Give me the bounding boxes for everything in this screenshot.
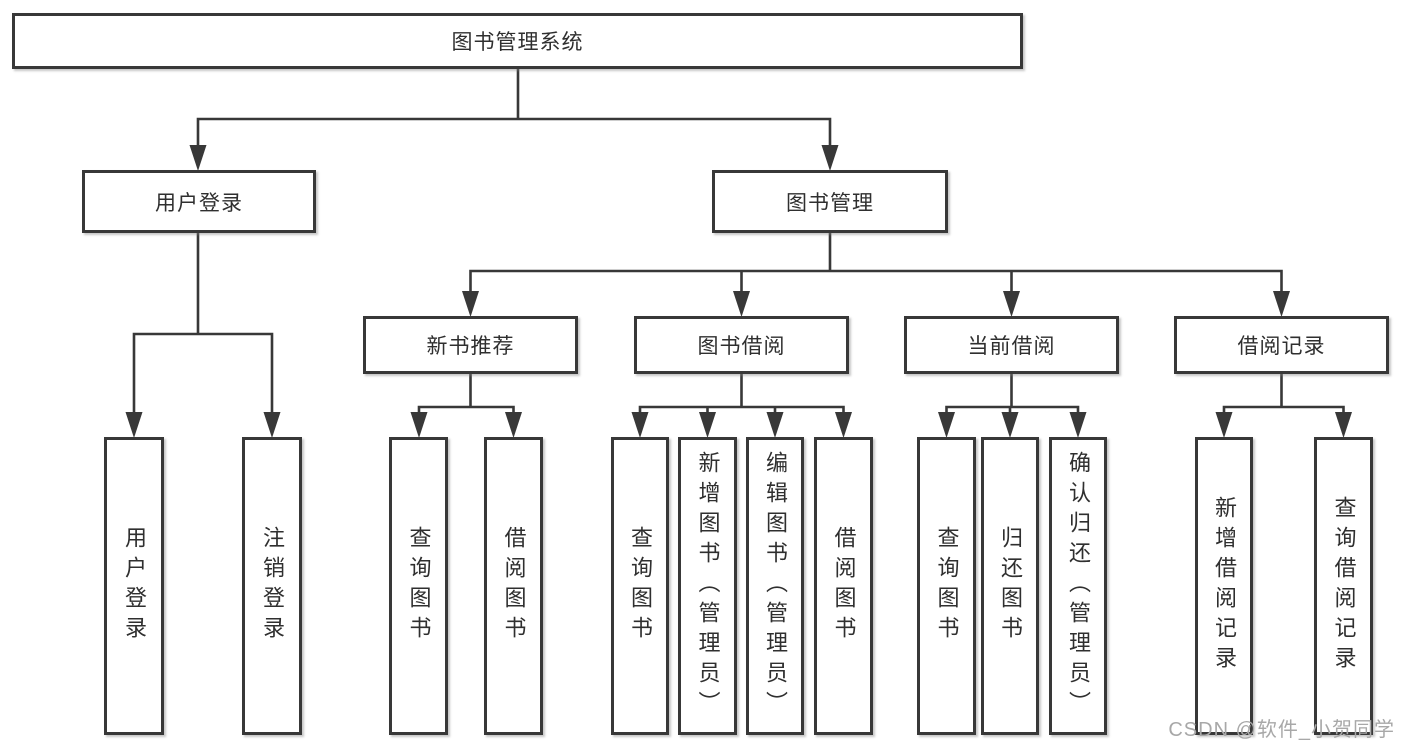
watermark: CSDN @软件_小贺同学 — [1168, 719, 1395, 741]
node-borrow-records: 借阅记录 — [1174, 316, 1389, 374]
node-label: 图书借阅 — [697, 335, 786, 358]
leaf-user-login: 用户登录 — [104, 437, 164, 735]
node-label: 图书管理系统 — [451, 31, 584, 54]
connector-user-branch — [132, 231, 274, 417]
leaf-label: 注销登录 — [260, 526, 285, 646]
node-label: 借阅记录 — [1237, 335, 1326, 358]
connector-root — [196, 67, 832, 152]
node-book-borrow: 图书借阅 — [634, 316, 849, 374]
connector-arrowheads — [125, 145, 1352, 438]
node-current-borrow: 当前借阅 — [904, 316, 1119, 374]
leaf-label: 确认归还（管理员） — [1066, 451, 1091, 721]
leaf-label: 借阅图书 — [831, 526, 857, 646]
leaf-borrow-books-recommend: 借阅图书 — [484, 437, 543, 735]
connector-current-borrow — [945, 372, 1080, 419]
leaf-label: 查询图书 — [934, 526, 960, 646]
connector-borrow-records — [1222, 372, 1345, 419]
leaf-label: 用户登录 — [122, 526, 147, 646]
leaf-label: 查询借阅记录 — [1331, 496, 1357, 676]
leaf-label: 借阅图书 — [501, 526, 527, 646]
leaf-query-books-recommend: 查询图书 — [389, 437, 448, 735]
leaf-query-borrow-record: 查询借阅记录 — [1314, 437, 1373, 735]
leaf-label: 归还图书 — [998, 526, 1023, 646]
node-user-login-branch: 用户登录 — [82, 170, 316, 233]
leaf-label: 编辑图书（管理员） — [763, 451, 788, 721]
connector-book-branch — [469, 231, 1283, 299]
leaf-label: 新增图书（管理员） — [695, 451, 721, 721]
leaf-return-book: 归还图书 — [981, 437, 1039, 735]
node-label: 图书管理 — [786, 191, 874, 215]
leaf-add-borrow-record: 新增借阅记录 — [1195, 437, 1253, 735]
leaf-label: 查询图书 — [628, 526, 653, 646]
connector-new-book — [417, 372, 515, 419]
leaf-label: 新增借阅记录 — [1212, 496, 1237, 676]
leaf-add-book-admin: 新增图书（管理员） — [678, 437, 737, 735]
leaf-label: 查询图书 — [406, 526, 432, 646]
leaf-query-books-borrow: 查询图书 — [611, 437, 669, 735]
node-label: 用户登录 — [155, 191, 243, 215]
leaf-confirm-return-admin: 确认归还（管理员） — [1049, 437, 1107, 735]
node-book-management-branch: 图书管理 — [712, 170, 948, 233]
node-new-book-recommend: 新书推荐 — [363, 316, 578, 374]
node-label: 新书推荐 — [426, 335, 515, 358]
node-library-system: 图书管理系统 — [12, 13, 1023, 69]
node-label: 当前借阅 — [967, 335, 1056, 358]
leaf-query-books-current: 查询图书 — [917, 437, 976, 735]
leaf-borrow-books: 借阅图书 — [814, 437, 873, 735]
connector-book-borrow — [638, 372, 845, 419]
leaf-edit-book-admin: 编辑图书（管理员） — [746, 437, 804, 735]
leaf-logout: 注销登录 — [242, 437, 302, 735]
